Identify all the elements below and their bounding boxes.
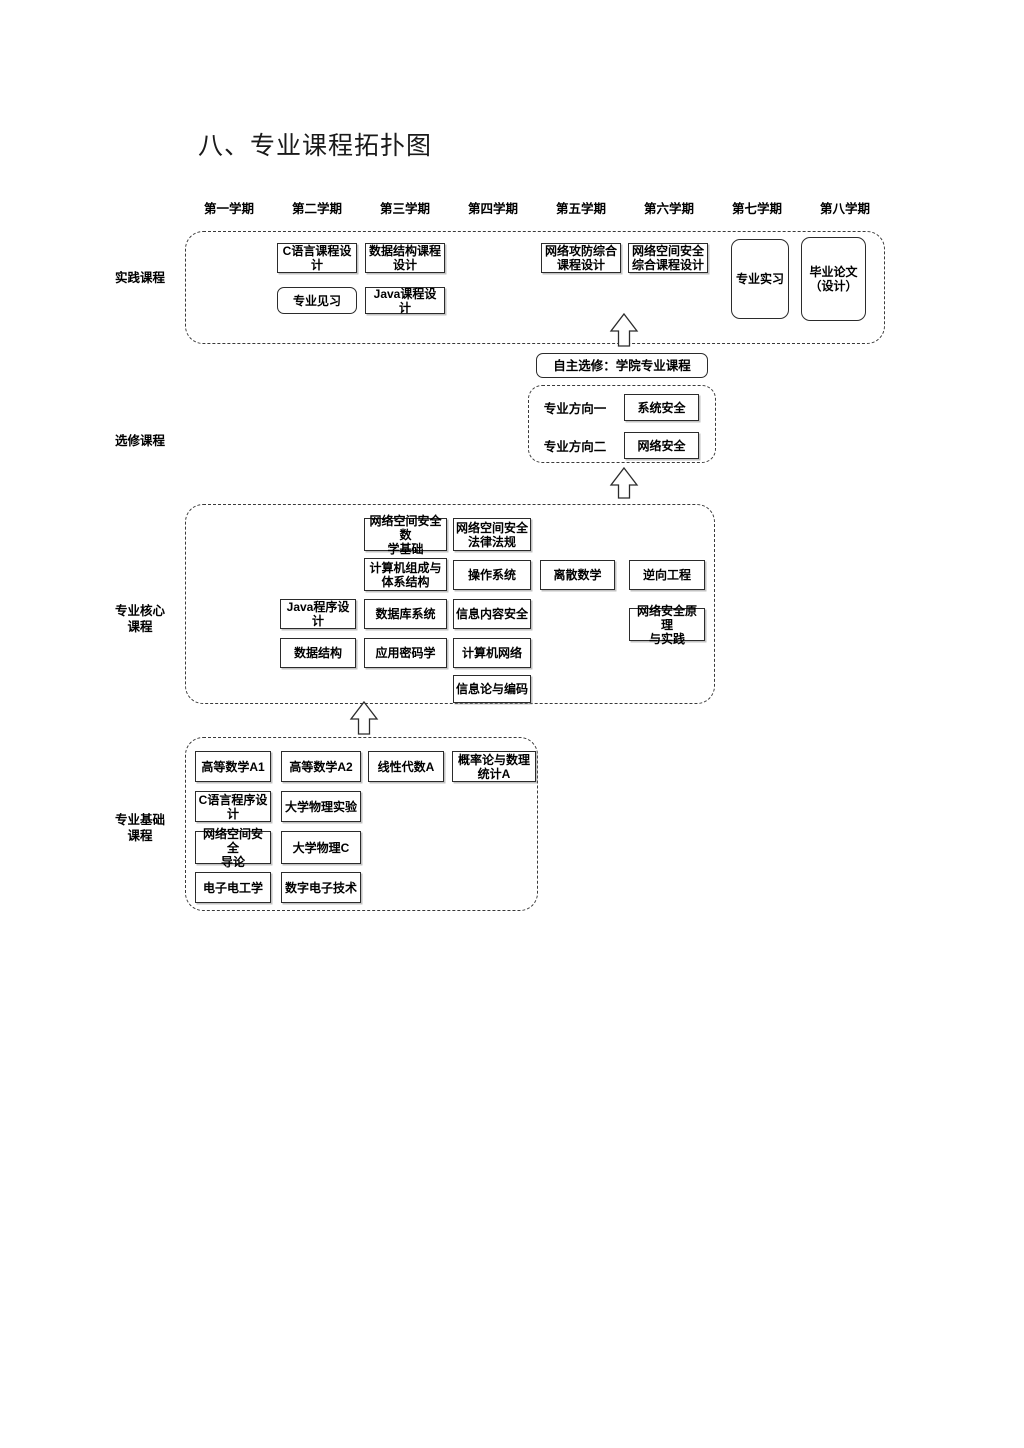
course-box-information-content-security[interactable]: 信息内容安全 [453,599,531,629]
course-box-probability-statistics-a[interactable]: 概率论与数理 统计A [452,751,536,782]
page-title: 八、专业课程拓扑图 [198,132,433,160]
course-box-c-language-programming[interactable]: C语言程序设计 [195,791,271,822]
course-box-java-course-design[interactable]: Java课程设计 [365,287,445,315]
course-box-information-theory-coding[interactable]: 信息论与编码 [453,675,531,703]
course-box-system-security[interactable]: 系统安全 [624,394,699,421]
course-box-applied-cryptography[interactable]: 应用密码学 [364,638,447,668]
row-label-core: 专业核心 课程 [114,604,165,634]
course-box-linear-algebra-a[interactable]: 线性代数A [368,751,444,782]
course-box-free-elective[interactable]: 自主选修：学院专业课程 [536,353,708,378]
semester-header-8: 第八学期 [819,202,870,216]
course-box-java-programming[interactable]: Java程序设计 [280,599,356,629]
course-box-university-physics-c[interactable]: 大学物理C [281,831,361,864]
course-box-advanced-math-a2[interactable]: 高等数学A2 [281,751,361,782]
row-label-elective: 选修课程 [114,434,165,448]
semester-header-2: 第二学期 [291,202,342,216]
practice-courses-container [185,231,885,344]
course-box-advanced-math-a1[interactable]: 高等数学A1 [195,751,271,782]
semester-header-row: 第一学期 第二学期 第三学期 第四学期 第五学期 第六学期 第七学期 第八学期 [185,198,895,216]
course-box-professional-internship[interactable]: 专业实习 [731,239,789,319]
semester-header-3: 第三学期 [379,202,430,216]
course-box-network-security[interactable]: 网络安全 [624,432,699,459]
course-box-database-system[interactable]: 数据库系统 [364,599,447,629]
elective-tracks-container [528,385,716,463]
course-box-data-structure[interactable]: 数据结构 [280,638,356,668]
course-box-operating-system[interactable]: 操作系统 [453,560,531,590]
row-label-basic: 专业基础 课程 [114,813,165,843]
course-box-digital-electronics[interactable]: 数字电子技术 [281,872,361,903]
course-box-reverse-engineering[interactable]: 逆向工程 [629,560,705,590]
row-label-practice: 实践课程 [114,271,165,285]
course-box-cyberspace-security-comprehensive-design[interactable]: 网络空间安全 综合课程设计 [628,243,708,273]
core-courses-container [185,504,715,704]
semester-header-6: 第六学期 [643,202,694,216]
course-box-cyberspace-security-law[interactable]: 网络空间安全 法律法规 [453,518,531,551]
track-label-2: 专业方向二 [543,439,607,454]
course-box-network-attack-defense-design[interactable]: 网络攻防综合 课程设计 [541,243,621,273]
arrow-elective-to-practice [608,312,640,348]
track-label-1: 专业方向一 [543,401,607,416]
arrow-basic-to-core [348,700,380,736]
semester-header-7: 第七学期 [731,202,782,216]
semester-header-1: 第一学期 [203,202,254,216]
course-box-graduation-thesis[interactable]: 毕业论文 （设计） [801,237,866,321]
basic-courses-container [185,737,538,911]
semester-header-4: 第四学期 [467,202,518,216]
course-box-cyberspace-security-intro[interactable]: 网络空间安全 导论 [195,827,271,869]
course-box-discrete-math[interactable]: 离散数学 [540,560,615,590]
course-box-electronics-electrical[interactable]: 电子电工学 [195,872,271,903]
semester-header-5: 第五学期 [555,202,606,216]
arrow-core-to-elective [608,466,640,500]
course-box-network-security-principles[interactable]: 网络安全原理 与实践 [629,604,705,646]
course-box-data-structure-design[interactable]: 数据结构课程 设计 [365,243,445,273]
course-box-computer-organization[interactable]: 计算机组成与 体系结构 [364,558,447,591]
course-box-c-language-design[interactable]: C语言课程设计 [277,243,357,273]
course-box-university-physics-lab[interactable]: 大学物理实验 [281,791,361,822]
course-box-cyberspace-security-math[interactable]: 网络空间安全数 学基础 [364,514,447,556]
course-box-professional-observation[interactable]: 专业见习 [277,287,357,314]
course-box-computer-network[interactable]: 计算机网络 [453,638,531,668]
